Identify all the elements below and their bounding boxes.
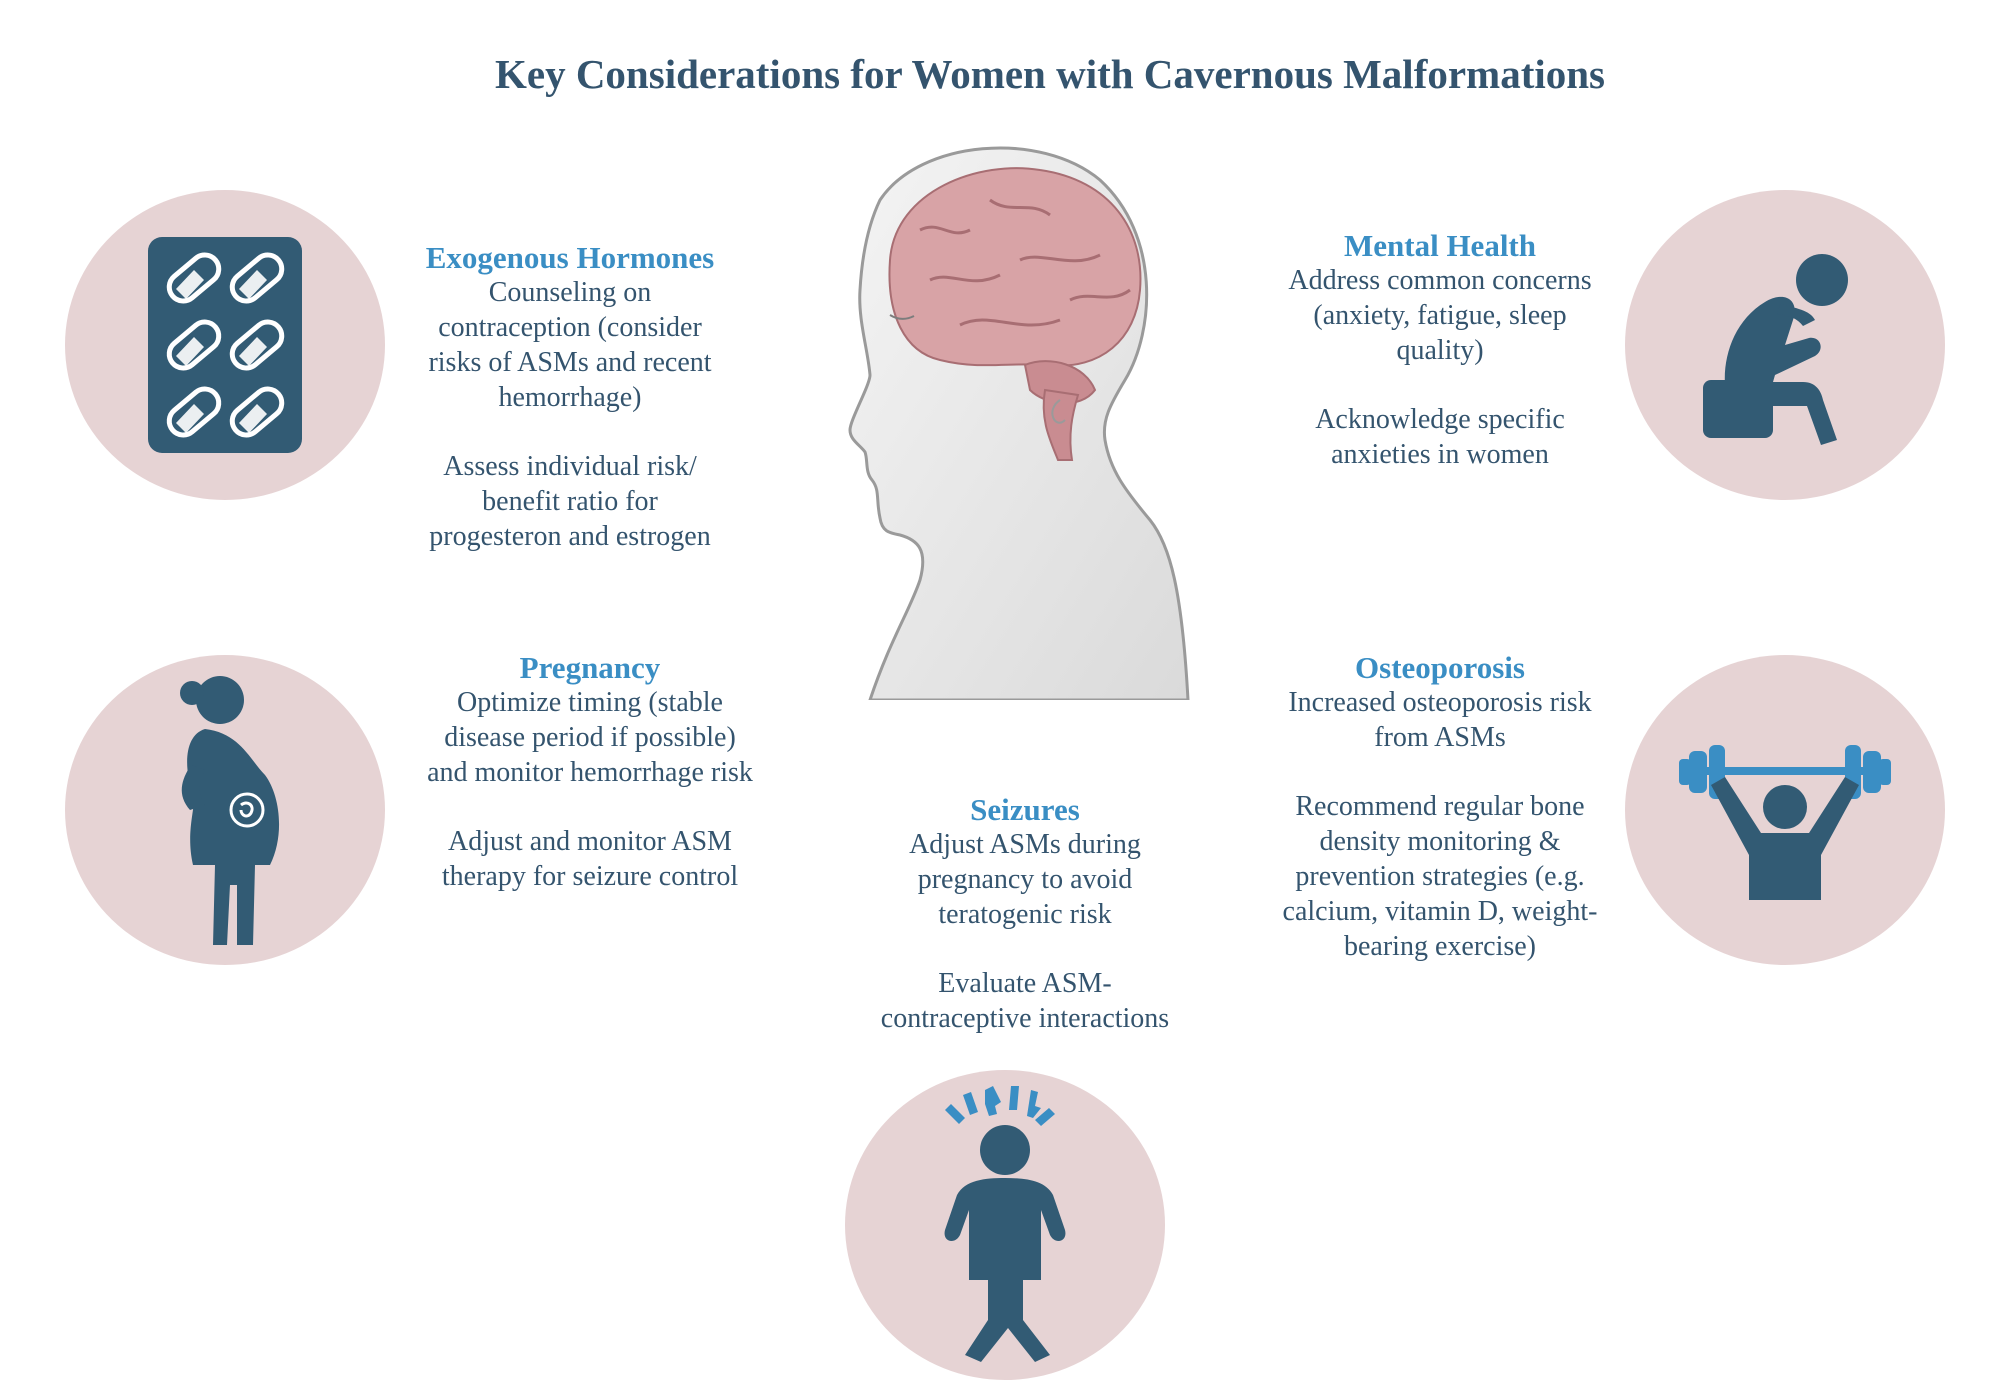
seizures-icon-circle [845,1070,1165,1380]
mental-health-text-2: Acknowledge specific anxieties in women [1315,404,1565,470]
weightlifter-icon [1679,745,1891,900]
osteoporosis-section: Osteoporosis Increased osteoporosis risk… [1230,650,1650,964]
osteoporosis-icon-circle [1625,655,1945,965]
mental-health-text-1: Address common concerns (anxiety, fatigu… [1288,265,1592,366]
seizures-text-2: Evaluate ASM- contraceptive interactions [880,968,1170,1034]
page-title: Key Considerations for Women with Cavern… [494,51,1606,97]
seizures-text-1: Adjust ASMs during pregnancy to avoid te… [909,829,1141,930]
pregnancy-heading: Pregnancy [519,650,661,685]
distressed-person-icon [1703,254,1848,445]
seizures-heading: Seizures [970,792,1080,827]
exogenous-hormones-text-1: Counseling on contraception (consider ri… [428,277,712,413]
pregnancy-text-1: Optimize timing (stable disease period i… [427,687,753,788]
osteoporosis-text-1: Increased osteoporosis risk from ASMs [1288,687,1592,753]
exogenous-hormones-text-2: Assess individual risk/ benefit ratio fo… [429,451,711,552]
pregnant-woman-icon [180,676,280,945]
seizures-section: Seizures Adjust ASMs during pregnancy to… [830,792,1220,1036]
pregnancy-icon-circle [65,655,385,965]
pregnancy-section: Pregnancy Optimize timing (stable diseas… [370,650,810,894]
exogenous-hormones-heading: Exogenous Hormones [425,240,715,275]
mental-health-icon-circle [1625,190,1945,500]
head-with-brain-icon [810,140,1200,702]
mental-health-section: Mental Health Address common concerns (a… [1240,228,1640,472]
seizure-person-icon [944,1086,1066,1362]
osteoporosis-heading: Osteoporosis [1355,650,1525,685]
exogenous-hormones-section: Exogenous Hormones Counseling on contrac… [370,240,770,554]
exogenous-hormones-icon-circle [65,190,385,500]
pregnancy-text-2: Adjust and monitor ASM therapy for seizu… [441,826,739,892]
mental-health-heading: Mental Health [1344,228,1536,263]
osteoporosis-text-2: Recommend regular bone density monitorin… [1282,791,1598,962]
pill-pack-icon [148,237,302,453]
